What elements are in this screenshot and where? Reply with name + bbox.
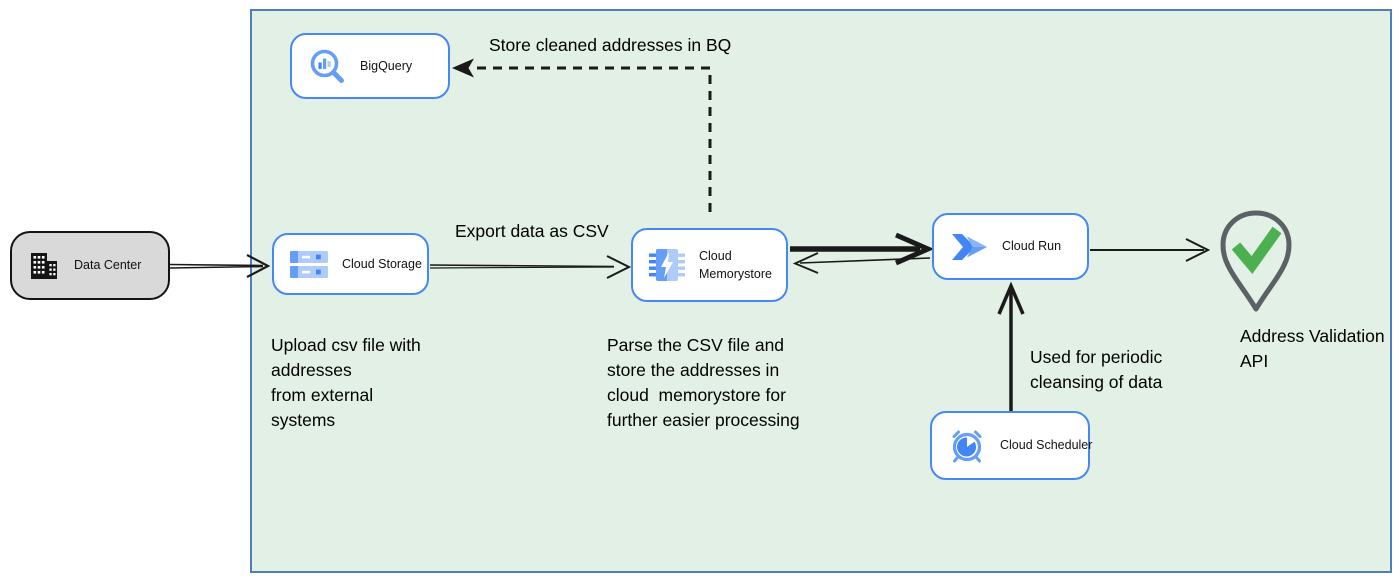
address-validation-node[interactable] — [1219, 209, 1293, 318]
bigquery-node[interactable]: BigQuery — [290, 33, 450, 99]
gcp-boundary-container — [250, 9, 1392, 573]
cloud-storage-icon — [290, 250, 328, 278]
cloud-storage-label: Cloud Storage — [342, 256, 422, 271]
arrow-memorystore-to-bigquery-dashed — [452, 58, 712, 212]
cloud-memorystore-node[interactable]: Cloud Memorystore — [631, 228, 788, 302]
cloud-storage-node[interactable]: Cloud Storage — [272, 233, 429, 295]
annotation-store-bq: Store cleaned addresses in BQ — [489, 35, 732, 55]
memorystore-icon — [649, 249, 685, 281]
annotation-upload-csv: Upload csv file with addresses from exte… — [271, 335, 421, 430]
annotation-periodic-cleansing: Used for periodic cleansing of data — [1030, 347, 1163, 392]
cloud-run-node[interactable]: Cloud Run — [932, 213, 1089, 280]
address-validation-pin-icon — [1220, 210, 1292, 312]
cloud-scheduler-node[interactable]: Cloud Scheduler — [930, 411, 1093, 480]
address-validation-label: Address Validation API — [1240, 326, 1385, 371]
data-center-icon — [31, 252, 57, 279]
cloud-run-icon — [952, 233, 987, 260]
arrow-cloud-storage-to-memorystore — [429, 255, 632, 279]
data-center-node[interactable]: Data Center — [10, 231, 170, 300]
cloud-scheduler-label: Cloud Scheduler — [1000, 438, 1093, 453]
annotation-export-csv: Export data as CSV — [455, 221, 609, 241]
cloud-run-label: Cloud Run — [1002, 239, 1062, 254]
checkmark-icon — [1231, 226, 1282, 274]
arrow-cloud-run-to-address-validation — [1090, 238, 1211, 262]
cloud-memorystore-label: Cloud Memorystore — [699, 248, 772, 281]
bigquery-label: BigQuery — [360, 58, 413, 73]
data-center-label: Data Center — [74, 258, 142, 273]
arrow-cloud-run-to-memorystore — [792, 252, 931, 274]
arrow-data-center-to-cloud-storage — [169, 254, 271, 278]
cloud-scheduler-icon — [952, 430, 982, 462]
arrow-scheduler-to-cloud-run — [997, 281, 1025, 411]
bigquery-icon — [310, 49, 344, 83]
annotation-parse-csv: Parse the CSV file and store the address… — [607, 335, 800, 430]
